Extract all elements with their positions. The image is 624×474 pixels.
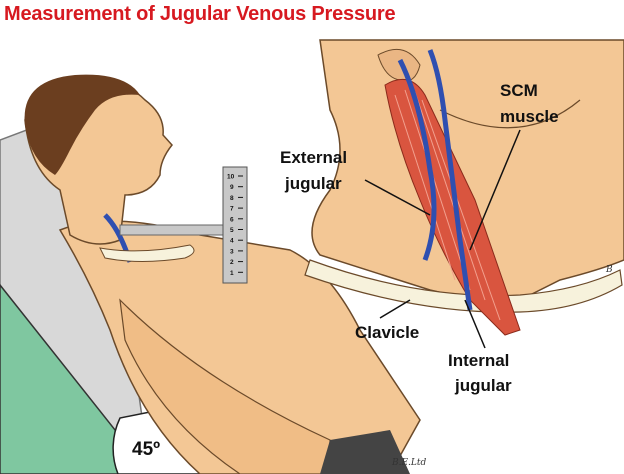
- ruler-tick-label: 5: [230, 227, 234, 234]
- leader-external: [364, 179, 431, 216]
- ruler-tick-label: 9: [230, 184, 234, 191]
- label-internal-2: jugular: [454, 376, 512, 395]
- angle-arc: [112, 409, 201, 474]
- signature-bottom: B.E.Ltd: [391, 458, 426, 468]
- bed-wedge: [0, 283, 151, 474]
- patient-hair: [24, 74, 140, 175]
- diagram-title: Measurement of Jugular Venous Pressure: [4, 3, 396, 25]
- ruler-tick-label: 1: [230, 270, 234, 277]
- ruler-tick-label: 8: [230, 195, 234, 202]
- ear: [377, 48, 421, 82]
- label-clavicle: Clavicle: [355, 323, 419, 342]
- label-external-1: External: [280, 148, 347, 167]
- angle-label: 45º: [132, 439, 160, 460]
- ruler-tick-label: 3: [230, 248, 234, 255]
- muscle-fibers: [394, 89, 501, 321]
- patient-shorts: [320, 430, 410, 474]
- leader-internal: [464, 299, 486, 349]
- leader-scm: [469, 129, 521, 251]
- label-internal-1: Internal: [448, 351, 509, 370]
- scm-muscle: [384, 78, 521, 336]
- external-jugular-vein: [397, 58, 437, 261]
- internal-jugular-vein: [427, 49, 473, 311]
- ruler-tick-label: 10: [227, 174, 235, 181]
- ruler-tick-label: 7: [230, 206, 234, 213]
- ruler-tick-label: 4: [230, 238, 234, 245]
- ruler-tick-label: 2: [230, 259, 234, 266]
- ruler: [222, 166, 248, 284]
- clavicle-bone: [304, 259, 623, 313]
- jawline: [439, 99, 581, 129]
- label-external-2: jugular: [284, 174, 342, 193]
- label-scm-2: muscle: [500, 107, 559, 126]
- label-scm-1: SCM: [500, 81, 538, 100]
- ruler-arm: [119, 224, 225, 236]
- ruler-ticks: 10 9 8 7 6 5 4 3 2 1: [227, 174, 243, 277]
- patient-torso: [58, 220, 421, 474]
- patient-clavicle: [99, 244, 195, 262]
- ruler-tick-label: 6: [230, 216, 234, 223]
- signature-right: B: [605, 265, 613, 275]
- leader-clavicle: [379, 299, 411, 319]
